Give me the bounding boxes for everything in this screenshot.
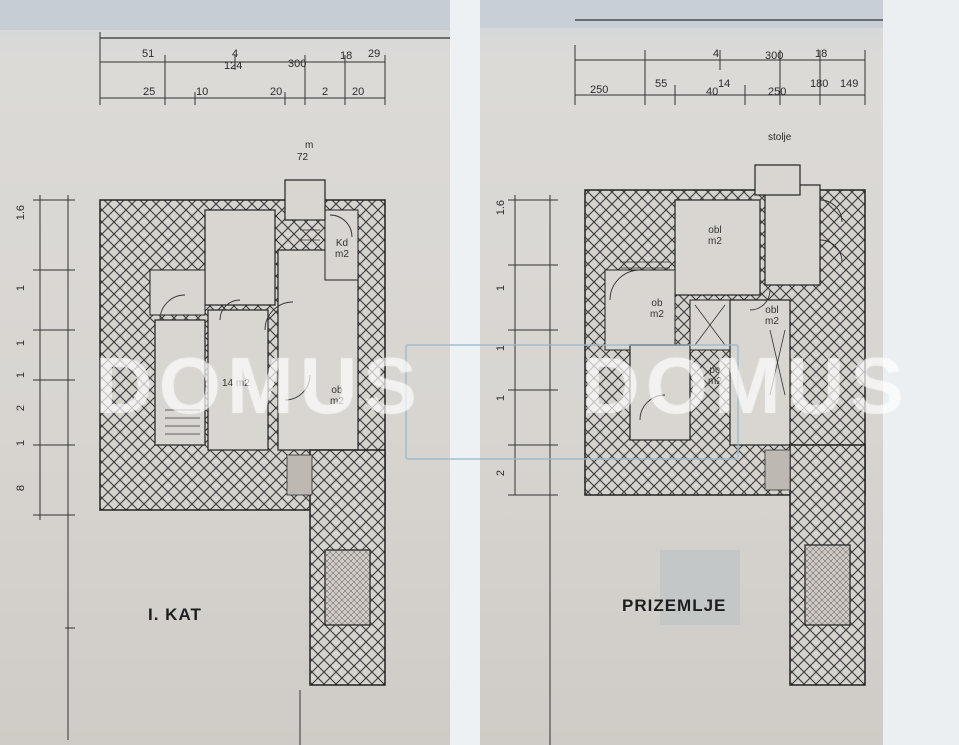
room-name: obl [708,225,722,236]
room-name: ob [331,385,343,396]
top-dim-row2-3: 14 [718,78,731,90]
label-above-value: 72 [297,152,309,163]
room-label-2: ob m2 [650,298,664,320]
room-area: m2 [708,376,722,387]
top-dim-2: 300 [765,50,784,62]
room-name: po [709,365,721,376]
label-above: m [305,140,314,151]
watermark-frame [405,344,739,460]
room-area: m2 [708,236,722,247]
room-area: m2 [650,309,664,320]
room-area: m2 [330,396,344,407]
top-dim-row2-7: 149 [840,78,859,90]
side-dim-4: 1 [15,372,27,379]
watermark-right: DOMUS [582,341,910,430]
top-dim-3: 18 [815,48,828,60]
top-dim-3: 124 [224,60,243,72]
right-margin [883,0,959,745]
room-name: ob [651,298,663,309]
room-label-kd: Kd m2 [335,238,349,260]
room-label-1: obl m2 [708,225,722,247]
right-floor-plan-photo: 4 300 18 250 55 14 40 250 180 149 stolje… [480,0,883,745]
room-label-4: po m2 [708,365,722,387]
top-dim-row2-5: 250 [768,86,787,98]
left-floor-plan-photo: 51 4 124 300 18 29 25 10 20 2 20 m 72 1.… [0,0,450,745]
side-dim-6: 1 [15,440,27,447]
top-dim-5: 18 [340,50,353,62]
side-dim-1: 1.6 [495,200,507,216]
side-dim-2: 1 [15,285,27,292]
side-dim-5: 2 [15,405,27,412]
floor-title-right: PRIZEMLJE [622,596,727,615]
top-dim-row2-4: 40 [706,86,719,98]
left-floor-plan-drawing [0,0,450,745]
right-floor-plan-drawing [480,0,883,745]
top-dim-row2-6: 180 [810,78,829,90]
top-dim-2: 4 [232,48,239,60]
room-area: 14 m2 [222,378,250,389]
room-label-ob: ob m2 [330,385,344,407]
top-dim-4: 300 [288,58,307,70]
room-name: Kd [335,238,349,249]
top-dim-row2-4: 2 [322,86,329,98]
side-dim-2: 1 [495,285,507,292]
side-dim-7: 8 [15,485,27,492]
top-dim-row2-2: 10 [196,86,209,98]
watermark-left: DOMUS [95,341,423,430]
top-dim-6: 29 [368,48,381,60]
side-dim-1: 1.6 [15,205,27,221]
top-dim-row2-2: 55 [655,78,668,90]
label-above: stolje [768,132,792,143]
room-area: m2 [765,316,779,327]
room-label-3: obl m2 [765,305,779,327]
top-dim-row2-1: 250 [590,84,609,96]
top-dim-row2-5: 20 [352,86,365,98]
floor-title-left: I. KAT [148,605,202,624]
top-dim-1: 51 [142,48,155,60]
room-label-living: 14 m2 [222,378,250,389]
room-name: obl [765,305,779,316]
photo-divider [450,0,480,745]
room-area: m2 [335,249,349,260]
top-dim-1: 4 [713,48,720,60]
side-dim-5: 2 [495,470,507,477]
top-dim-row2-1: 25 [143,86,156,98]
top-dim-row2-3: 20 [270,86,283,98]
side-dim-3: 1 [15,340,27,347]
